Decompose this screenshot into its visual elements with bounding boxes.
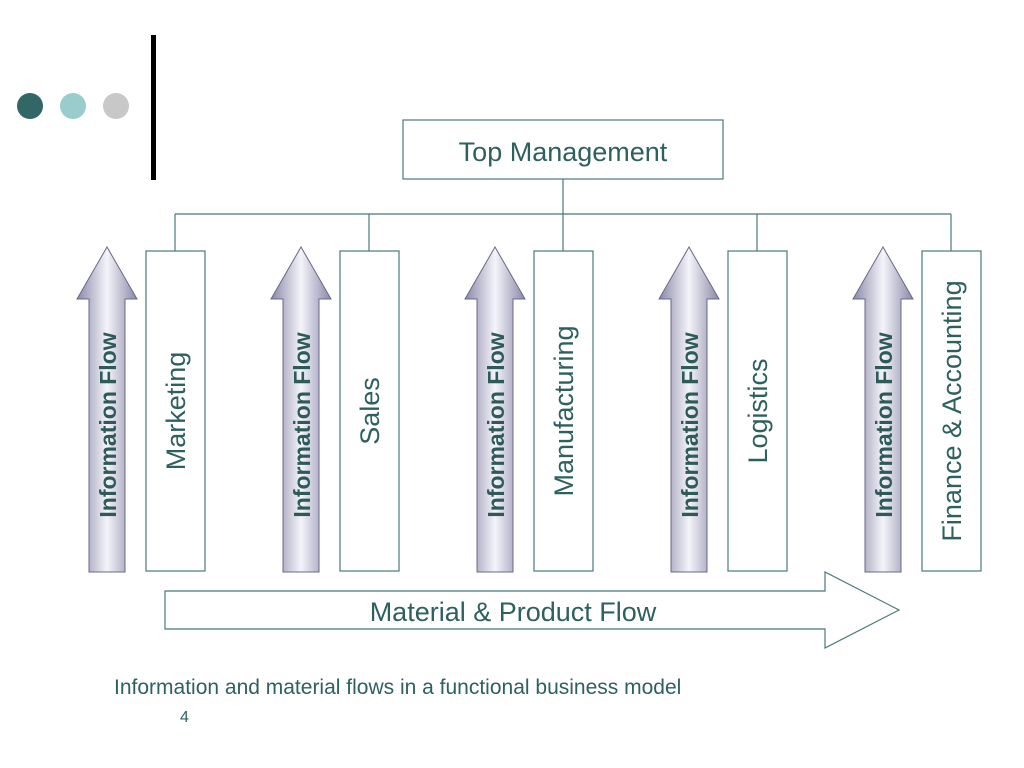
caption: Information and material flows in a func… — [114, 676, 682, 699]
department-label: Sales — [355, 377, 385, 445]
dot-gray-icon — [103, 93, 129, 119]
title-divider — [151, 35, 156, 180]
information-flow-label: Information Flow — [95, 332, 121, 517]
information-flow-arrow: Information Flow — [852, 245, 914, 573]
department-label: Manufacturing — [549, 325, 579, 496]
org-connectors — [174, 179, 952, 251]
department-label: Finance & Accounting — [937, 280, 967, 541]
information-flow-label: Information Flow — [483, 332, 509, 517]
department-label: Logistics — [743, 358, 773, 463]
department-label: Marketing — [161, 352, 191, 471]
department-box-sales: Sales — [339, 250, 400, 572]
top-management-box: Top Management — [402, 119, 724, 180]
information-flow-label: Information Flow — [677, 332, 703, 517]
material-flow-arrow: Material & Product Flow — [164, 571, 901, 649]
department-box-finance-accounting: Finance & Accounting — [921, 250, 982, 572]
information-flow-arrow: Information Flow — [270, 245, 332, 573]
information-flow-label: Information Flow — [871, 332, 897, 517]
dot-light-icon — [60, 93, 86, 119]
information-flow-arrow: Information Flow — [76, 245, 138, 573]
information-flow-label: Information Flow — [289, 332, 315, 517]
information-flow-arrow: Information Flow — [658, 245, 720, 573]
material-flow-label: Material & Product Flow — [370, 597, 657, 627]
department-box-marketing: Marketing — [145, 250, 206, 572]
information-flow-arrow: Information Flow — [464, 245, 526, 573]
department-box-logistics: Logistics — [727, 250, 788, 572]
department-box-manufacturing: Manufacturing — [533, 250, 594, 572]
page-number: 4 — [180, 709, 189, 726]
top-management-label: Top Management — [459, 137, 668, 167]
dot-dark-icon — [17, 93, 43, 119]
